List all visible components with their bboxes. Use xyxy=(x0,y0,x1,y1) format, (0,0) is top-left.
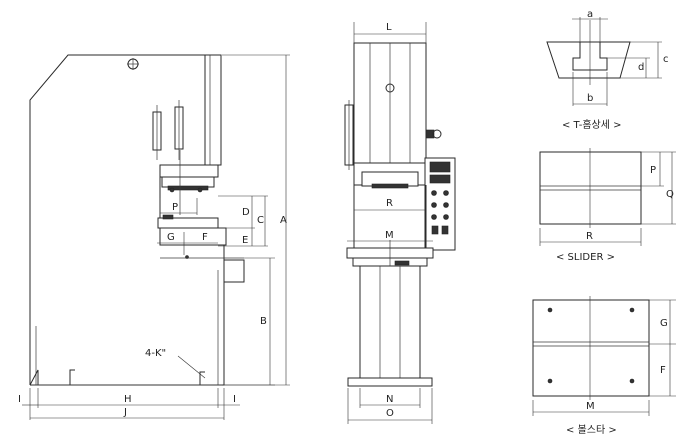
dim-A-label: A xyxy=(280,215,287,226)
bolster-dim-G-label: G xyxy=(660,318,668,329)
dim-J-label: J xyxy=(123,407,127,418)
bolster-detail: G F M < 볼스타 > xyxy=(532,296,676,436)
bolster-dim-F-label: F xyxy=(660,365,666,376)
dim-D-label: D xyxy=(242,207,250,218)
slider-dim-R-label: R xyxy=(586,231,593,242)
dim-H-label: H xyxy=(124,394,132,405)
slider-dim-Q-label: Q xyxy=(666,189,674,200)
dim-R-label: R xyxy=(386,198,393,209)
side-view: 4-K" P G F D E C B A xyxy=(18,54,290,420)
dim-K-label: 4-K" xyxy=(145,348,166,359)
dim-O-label: O xyxy=(386,408,394,419)
dim-I-left-label: I xyxy=(18,394,21,405)
dim-P-label: P xyxy=(172,202,178,213)
dim-c-label: c xyxy=(663,54,669,65)
dim-B-label: B xyxy=(260,316,267,327)
dim-b-label: b xyxy=(587,93,593,104)
dim-N-label: N xyxy=(386,394,393,405)
slider-detail: P Q R < SLIDER > xyxy=(539,148,676,263)
bolster-dim-M-label: M xyxy=(586,401,595,412)
tslot-caption: < T-홈상세 > xyxy=(562,118,622,131)
slider-caption: < SLIDER > xyxy=(556,252,615,263)
bolster-caption: < 볼스타 > xyxy=(566,424,617,436)
dim-E-label: E xyxy=(242,235,248,246)
slider-dim-P-label: P xyxy=(650,165,656,176)
tslot-detail: a b d c < T-홈상세 > xyxy=(546,9,669,131)
dim-C-label: C xyxy=(257,215,264,226)
front-view: L R M N O xyxy=(344,22,456,424)
dim-G-label: G xyxy=(167,232,175,243)
dim-I-right-label: I xyxy=(233,394,236,405)
dim-L-label: L xyxy=(386,22,392,33)
dim-d-label: d xyxy=(638,62,644,73)
dim-F-label: F xyxy=(202,232,208,243)
dim-a-label: a xyxy=(587,9,593,20)
dim-M-label: M xyxy=(385,230,394,241)
